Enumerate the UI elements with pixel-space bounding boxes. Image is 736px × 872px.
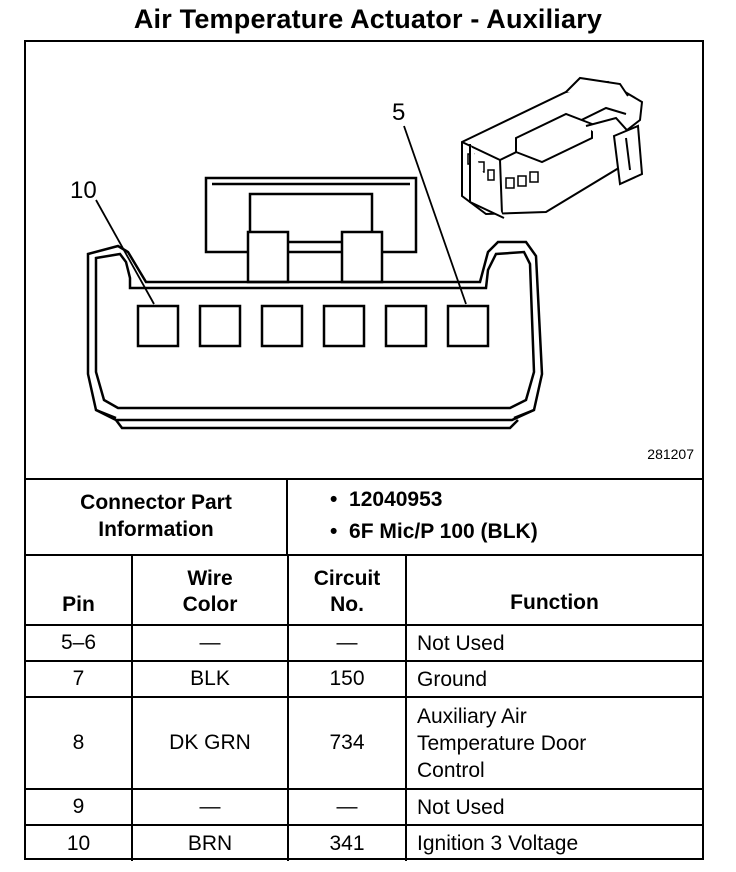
connector-face-drawing: 10 5 <box>70 76 644 430</box>
table-row: 9 — — Not Used <box>26 788 702 826</box>
connector-type: 6F Mic/P 100 (BLK) <box>349 520 538 543</box>
connector-part-info: Connector Part Information • 12040953 • … <box>26 478 702 556</box>
cell-circuit: 341 <box>287 824 407 861</box>
table-row: 10 BRN 341 Ignition 3 Voltage <box>26 824 702 861</box>
cell-wire-color: DK GRN <box>131 696 289 790</box>
table-row: 8 DK GRN 734 Auxiliary Air Temperature D… <box>26 696 702 790</box>
pin-cavity-10 <box>136 304 180 348</box>
pin-cavity-5 <box>446 304 490 348</box>
cell-pin: 7 <box>26 660 133 698</box>
cell-function: Not Used <box>405 624 702 662</box>
cell-pin: 5–6 <box>26 624 133 662</box>
pin-cavity-9 <box>198 304 242 348</box>
pin-10-callout: 10 <box>70 177 97 204</box>
connector-isometric-view <box>461 76 644 219</box>
connector-sheet: 10 5 <box>24 40 706 861</box>
cell-wire-color: BRN <box>131 824 289 861</box>
cell-pin: 10 <box>26 824 133 861</box>
pin-cavity-6 <box>384 304 428 348</box>
pin-5-callout: 5 <box>392 99 405 126</box>
cell-wire-color: — <box>131 624 289 662</box>
pin-cavities <box>136 304 490 348</box>
table-row: 7 BLK 150 Ground <box>26 660 702 698</box>
table-row: 5–6 — — Not Used <box>26 624 702 662</box>
cell-circuit: — <box>287 624 407 662</box>
part-number: 12040953 <box>349 488 443 511</box>
connector-info-values: • 12040953 • 6F Mic/P 100 (BLK) <box>290 480 702 554</box>
function-line: Auxiliary Air <box>417 704 527 728</box>
figure-number: 281207 <box>647 446 694 462</box>
cell-circuit: 734 <box>287 696 407 790</box>
header-function: Function <box>405 554 702 626</box>
connector-diagram: 10 5 <box>26 42 706 478</box>
pin-cavity-7 <box>322 304 366 348</box>
header-pin: Pin <box>26 554 133 626</box>
connector-info-item: • 6F Mic/P 100 (BLK) <box>330 520 538 543</box>
cell-function: Auxiliary Air Temperature Door Control <box>405 696 702 790</box>
connector-info-label-line1: Connector Part <box>80 491 232 514</box>
connector-info-item: • 12040953 <box>330 488 443 511</box>
cell-function: Ignition 3 Voltage <box>405 824 702 861</box>
connector-info-label: Connector Part Information <box>26 480 288 554</box>
pin-cavity-8 <box>260 304 304 348</box>
cell-function: Ground <box>405 660 702 698</box>
page-title: Air Temperature Actuator - Auxiliary <box>133 4 603 34</box>
cell-circuit: 150 <box>287 660 407 698</box>
cell-wire-color: BLK <box>131 660 289 698</box>
cell-function: Not Used <box>405 788 702 826</box>
function-line: Temperature Door <box>417 731 587 755</box>
cell-wire-color: — <box>131 788 289 826</box>
cell-pin: 9 <box>26 788 133 826</box>
cell-pin: 8 <box>26 696 133 790</box>
connector-info-label-line2: Information <box>98 518 214 541</box>
cell-circuit: — <box>287 788 407 826</box>
function-line: Control <box>417 758 485 782</box>
